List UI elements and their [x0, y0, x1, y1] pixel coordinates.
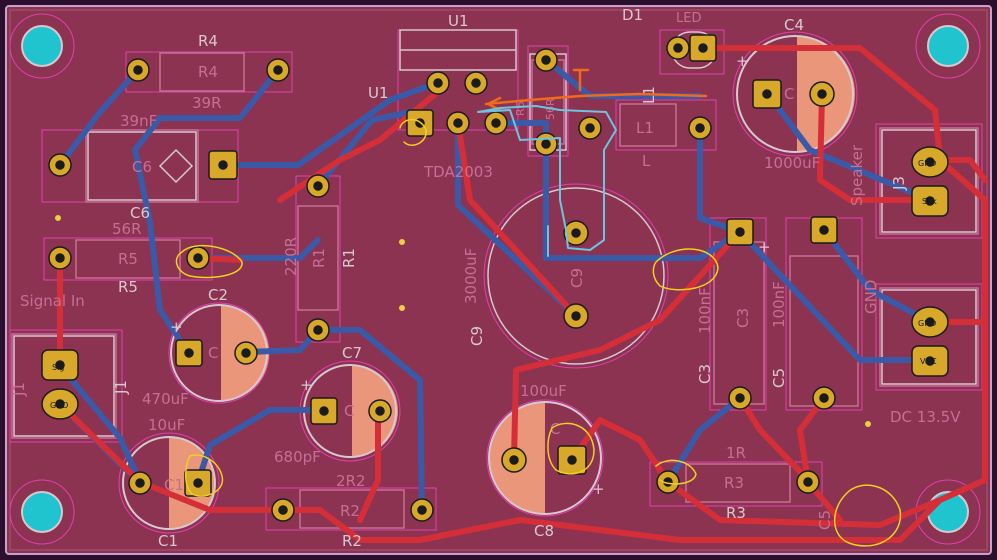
c1-body-label: C1 [164, 476, 184, 494]
c3-plus-label: + [758, 238, 771, 256]
r5-value-label: 56R [112, 220, 142, 238]
c8-ref-label: C8 [534, 522, 554, 540]
c9-value-label: 3000uF [462, 248, 480, 304]
c3-value-label: 100nF [696, 287, 714, 334]
c9-ref-label: C9 [468, 326, 486, 346]
j1-body-label: J1 [10, 382, 28, 397]
speaker-label: Speaker [848, 144, 866, 206]
c1-ref-label: C1 [158, 532, 178, 550]
c3-body-label: C3 [734, 308, 752, 328]
r2-value-label: 2R2 [336, 472, 366, 490]
c1-value-label: 10uF [148, 416, 185, 434]
r5-body-label: R5 [118, 250, 138, 268]
r4-value-label: 39R [192, 94, 222, 112]
j2-pin1-label: GND [918, 319, 936, 328]
vias [55, 215, 871, 427]
c2-ref-label: C2 [208, 286, 228, 304]
j3-ref-label: J3 [890, 176, 908, 191]
u1-side-label: U1 [368, 84, 389, 102]
r4-body-label: R4 [198, 63, 218, 81]
c8-value-label: 100uF [520, 382, 567, 400]
j3-pin2-label: Spk [922, 197, 937, 206]
r2-body-label: R2 [340, 502, 360, 520]
j1-ref-label: J1 [112, 380, 130, 395]
mounting-holes [9, 13, 981, 545]
l1-value-label: L [642, 152, 651, 170]
c7-plus-label: + [300, 376, 313, 394]
c7-value-label: 680pF [274, 448, 321, 466]
c5-side-label: C5 [816, 510, 834, 530]
r3-body-label: R3 [724, 474, 744, 492]
front-copper-traces [57, 45, 988, 543]
c5-value-label: 100nF [770, 281, 788, 328]
d1-value-label: LED [676, 11, 701, 26]
c7-ref-label: C7 [342, 344, 362, 362]
back-copper-traces [57, 57, 933, 513]
j1-pin2-label: GND [50, 401, 68, 410]
dc-label: DC 13.5V [890, 408, 961, 426]
r5-ref-label: R5 [118, 278, 138, 296]
c8-body-label: C [550, 420, 560, 438]
l1-body-label: L1 [636, 119, 654, 137]
c4-plus-label: + [736, 52, 749, 70]
r1-body-label: R1 [310, 248, 328, 268]
annotations [175, 68, 902, 547]
c7-body-label: C [344, 402, 354, 420]
c2-body-label: C [208, 344, 218, 362]
signal-in-label: Signal In [20, 292, 85, 310]
gnd-label: GND [862, 280, 880, 314]
r3-ref-label: R3 [726, 504, 746, 522]
r2-ref-label: R2 [342, 532, 362, 550]
d1-ref-label: D1 [622, 6, 643, 24]
c2-value-label: 470uF [142, 390, 189, 408]
r4-ref-label: R4 [198, 32, 218, 50]
c6-body-label: C6 [132, 158, 152, 176]
j3-pin1-label: GND [918, 159, 936, 168]
c6-ref-label: C6 [130, 204, 150, 222]
r3-value-label: 1R [726, 444, 746, 462]
c4-body-label: C [784, 85, 794, 103]
r6-body-label: R6 [514, 101, 527, 116]
pads [41, 34, 949, 522]
c9-body-label: C9 [568, 268, 586, 288]
c4-value-label: 1000uF [764, 154, 820, 172]
silk-text: U1 U1 TDA2003 D1 LED R4 R4 39R 39nF C6 C… [10, 6, 961, 550]
c3-ref-label: C3 [696, 364, 714, 384]
u1-ref-label: U1 [448, 12, 469, 30]
r1-ref-label: R1 [340, 248, 358, 268]
c4-ref-label: C4 [784, 16, 804, 34]
j1-pin1-label: Sig [52, 363, 64, 372]
c2-plus-label: + [170, 318, 183, 336]
footprint-outlines [9, 29, 983, 534]
c8-plus-label: + [592, 480, 605, 498]
u1-value-label: TDA2003 [423, 163, 493, 181]
j2-pin2-label: VCC [920, 357, 937, 366]
c5-body-label: C5 [770, 368, 788, 388]
r1-value-label: 220R [282, 237, 300, 276]
c6-value-label: 39nF [120, 112, 157, 130]
